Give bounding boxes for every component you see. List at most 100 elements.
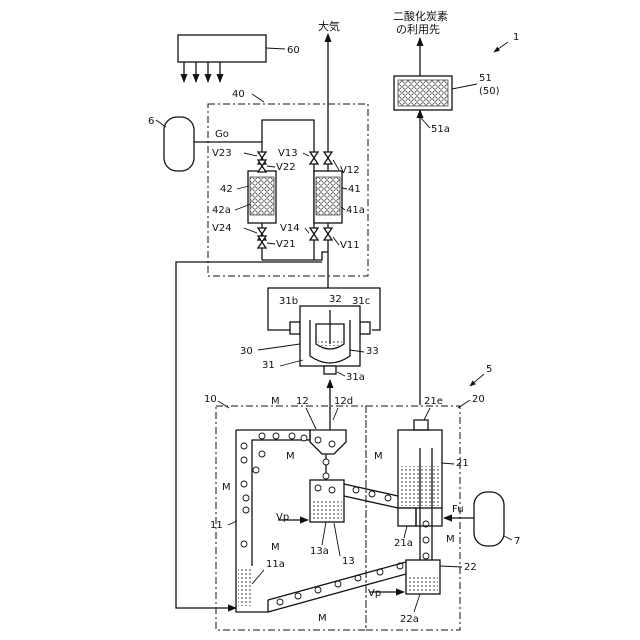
label-riser-liquid: 11a (266, 559, 285, 570)
label-separator: 30 (240, 346, 253, 357)
port-31a (324, 366, 336, 374)
label-light-unit: 60 (287, 45, 300, 56)
label-gas-tank: 6 (148, 116, 154, 127)
gas-tank-6 (164, 117, 194, 171)
port-31c (360, 322, 370, 334)
label-separator-liquid: 33 (366, 346, 379, 357)
fuel-tank-7 (474, 492, 504, 546)
label-system: 1 (513, 32, 519, 43)
label-adsorber-left: 42 (220, 184, 233, 195)
label-media-3: M (271, 542, 280, 553)
label-storage-outlet: 51a (431, 124, 450, 135)
leader-v13 (303, 153, 309, 156)
vessel-liquid-22a (408, 576, 438, 592)
label-media-4: M (286, 451, 295, 462)
label-separator-b: 31b (279, 296, 298, 307)
label-separator-inner: 32 (329, 294, 342, 305)
label-adsorbent-left: 42a (212, 205, 231, 216)
leader-51a (421, 118, 430, 128)
upper-link-pipe (262, 120, 314, 142)
leader-12 (306, 408, 316, 429)
leader-12d (333, 408, 338, 420)
label-regenerator-drain: 21a (394, 538, 413, 549)
regenerator-drain-21a (398, 508, 416, 526)
label-vessel-liquid: 13a (310, 546, 329, 557)
leader-v23 (244, 153, 257, 156)
leader-21 (442, 463, 454, 464)
label-fuel: Fu (452, 504, 464, 515)
label-valve-v13: V13 (278, 148, 298, 159)
label-media-6: M (374, 451, 383, 462)
label-valve-v12: V12 (340, 165, 360, 176)
leader-v24 (244, 228, 257, 233)
leader-22a (414, 594, 420, 612)
leader-13 (334, 523, 340, 556)
label-lower-vessel-liquid: 22a (400, 614, 419, 625)
leader-30 (258, 344, 300, 350)
label-adsorber-right: 41 (348, 184, 361, 195)
valve-v14-icon (310, 228, 318, 240)
leader-20 (458, 400, 470, 408)
label-valve-v14: V14 (280, 223, 300, 234)
label-valve-v11: V11 (340, 240, 360, 251)
leader-13a (322, 522, 326, 545)
label-gas: Go (215, 129, 229, 140)
label-reactor-unit: 10 (204, 394, 217, 405)
label-separator-a: 31a (346, 372, 365, 383)
light-rays (184, 62, 220, 82)
label-valve-v24: V24 (212, 223, 232, 234)
port-31b (290, 322, 300, 334)
regenerator-top-21e (414, 420, 428, 430)
label-media-1: M (271, 396, 280, 407)
label-storage-alt: (50) (479, 86, 500, 97)
label-regenerator: 21 (456, 458, 469, 469)
riser-liquid-11a (238, 568, 252, 606)
vessel-liquid-13a (312, 500, 342, 520)
label-subsystem: 5 (486, 364, 492, 375)
leader-22 (440, 566, 462, 567)
label-media-7: M (446, 534, 455, 545)
label-storage: 51 (479, 73, 492, 84)
label-valve-v21: V21 (276, 239, 296, 250)
valve-v22-icon (258, 160, 266, 172)
leader-31a (337, 372, 345, 376)
label-media-2: M (222, 482, 231, 493)
leader-51 (452, 84, 477, 89)
label-co2: 二酸化炭素 (393, 9, 448, 23)
leader-40 (252, 94, 264, 102)
label-cyclone-outlet: 12d (334, 396, 353, 407)
label-vp-upper: Vp (276, 512, 289, 523)
system-pointer (494, 42, 508, 52)
return-tube-top (268, 562, 406, 600)
leader-60 (266, 48, 285, 49)
leader-v22 (267, 166, 275, 167)
label-cyclone: 12 (296, 396, 309, 407)
label-regenerator-outlet: 21e (424, 396, 443, 407)
label-co2-use: の利用先 (396, 23, 440, 36)
subsystem-pointer (470, 374, 484, 386)
valve-v12-icon (324, 152, 332, 164)
label-regenerator-unit: 20 (472, 394, 485, 405)
leader-v11 (333, 237, 339, 245)
leader-v12 (333, 160, 339, 170)
leader-10 (218, 401, 229, 408)
leader-21e (424, 408, 430, 420)
label-separator-body: 31 (262, 360, 275, 371)
leader-6 (156, 120, 166, 127)
label-lower-vessel: 22 (464, 562, 477, 573)
valve-v21-icon (258, 236, 266, 248)
label-fuel-tank: 7 (514, 536, 520, 547)
label-valve-v23: V23 (212, 148, 232, 159)
label-vessel: 13 (342, 556, 355, 567)
leader-21a (404, 526, 407, 538)
leader-42 (237, 186, 249, 189)
return-tube-bottom (268, 574, 406, 612)
label-atmosphere: 大気 (318, 19, 340, 33)
label-valve-v22: V22 (276, 162, 296, 173)
label-adsorbent-right: 41a (346, 205, 365, 216)
adsorbent-41a (316, 177, 340, 215)
valve-v11-icon (324, 228, 332, 240)
label-media-5: M (318, 613, 327, 624)
